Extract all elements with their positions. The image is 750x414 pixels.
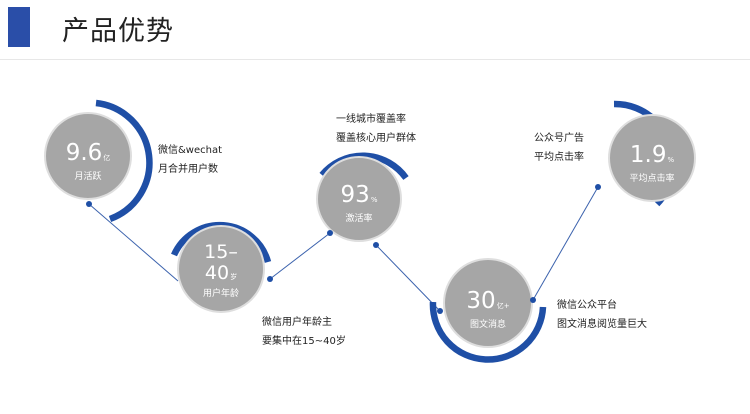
desc-line: 公众号广告 (534, 133, 584, 144)
desc-line: 图文消息阅览量巨大 (557, 319, 647, 330)
desc-line: 微信&wechat (158, 145, 223, 156)
arc-ring (95, 99, 153, 223)
connector-dot (530, 297, 536, 303)
desc-line: 要集中在15~40岁 (262, 336, 346, 347)
arc-ring (429, 301, 547, 363)
node-unit: % (667, 156, 675, 164)
connector-line (88, 203, 179, 282)
node-value: 15– (204, 241, 238, 263)
header-divider (0, 59, 750, 60)
node-description: 微信用户年龄主 要集中在15~40岁 (262, 313, 346, 351)
connector-dot (86, 201, 92, 207)
node-description: 一线城市覆盖率 覆盖核心用户群体 (336, 110, 416, 148)
node-unit: 亿+ (496, 302, 510, 310)
node-average-ctr: 1.9% 平均点击率 (612, 143, 692, 185)
desc-line: 平均点击率 (534, 152, 584, 163)
desc-line: 微信用户年龄主 (262, 317, 332, 328)
node-label: 图文消息 (469, 320, 506, 330)
stat-circle (316, 156, 402, 242)
node-value: 93 (340, 182, 370, 208)
node-label: 平均点击率 (629, 174, 675, 184)
node-label: 用户年龄 (202, 289, 239, 299)
stat-circle (608, 114, 696, 202)
node-article-messages: 30亿+ 图文消息 (448, 289, 528, 331)
node-activation-rate: 93% 激活率 (319, 183, 399, 225)
node-user-age: 15– 40岁 用户年龄 (181, 242, 261, 300)
stat-circle (44, 112, 132, 200)
connector-line (532, 186, 599, 301)
node-description: 公众号广告 平均点击率 (534, 129, 584, 167)
page-title: 产品优势 (62, 16, 174, 47)
desc-line: 覆盖核心用户群体 (336, 133, 416, 144)
stat-circle (443, 258, 533, 348)
desc-line: 一线城市覆盖率 (336, 114, 406, 125)
connector-dot (373, 242, 379, 248)
connector-dot (267, 276, 273, 282)
connector-dot (595, 184, 601, 190)
node-unit: 岁 (230, 273, 238, 281)
node-label: 激活率 (345, 214, 373, 224)
desc-line: 微信公众平台 (557, 300, 617, 311)
node-unit: 亿 (103, 154, 111, 162)
desc-line: 月合并用户数 (158, 164, 218, 175)
connector-line (375, 244, 441, 312)
node-label: 月活跃 (74, 172, 102, 182)
connector-line (269, 232, 331, 280)
node-value: 1.9 (629, 142, 667, 168)
node-unit: % (370, 196, 378, 204)
node-value: 9.6 (65, 140, 103, 166)
connector-dot (327, 230, 333, 236)
stat-circle (177, 225, 265, 313)
title-accent-bar (8, 7, 30, 47)
node-description: 微信公众平台 图文消息阅览量巨大 (557, 296, 647, 334)
node-monthly-active: 9.6亿 月活跃 (48, 141, 128, 183)
node-description: 微信&wechat 月合并用户数 (158, 141, 222, 179)
node-value: 40 (204, 262, 230, 284)
node-value: 30 (466, 288, 496, 314)
connector-dot (437, 308, 443, 314)
